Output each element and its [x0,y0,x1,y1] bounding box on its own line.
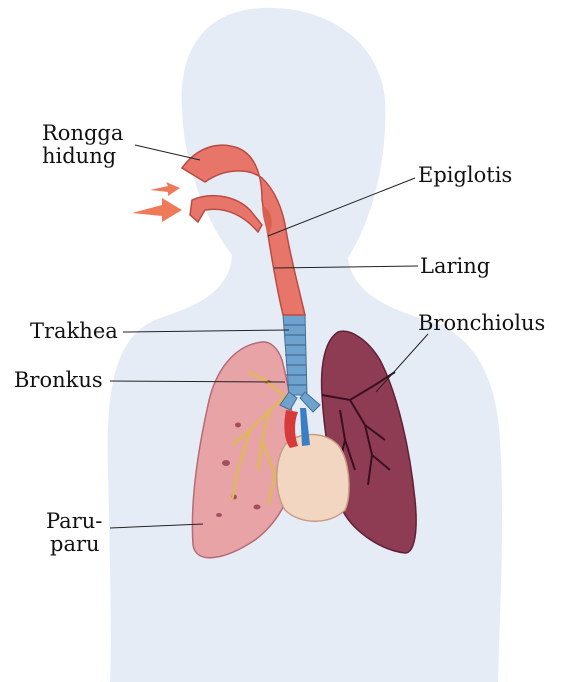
label-trakhea: Trakhea [30,320,118,342]
label-paru-paru-line2: paru [50,533,100,555]
label-paru-paru-line1: Paru- [46,510,102,532]
inhalation-arrow-upper [150,182,180,196]
label-bronkus: Bronkus [14,369,103,391]
label-rongga-hidung-line2: hidung [42,145,116,167]
label-epiglotis: Epiglotis [418,164,512,186]
inhalation-arrow [132,198,182,222]
label-laring: Laring [420,255,490,277]
heart [277,435,349,522]
label-bronchiolus: Bronchiolus [418,312,545,334]
label-rongga-hidung-line1: Rongga [42,122,123,144]
